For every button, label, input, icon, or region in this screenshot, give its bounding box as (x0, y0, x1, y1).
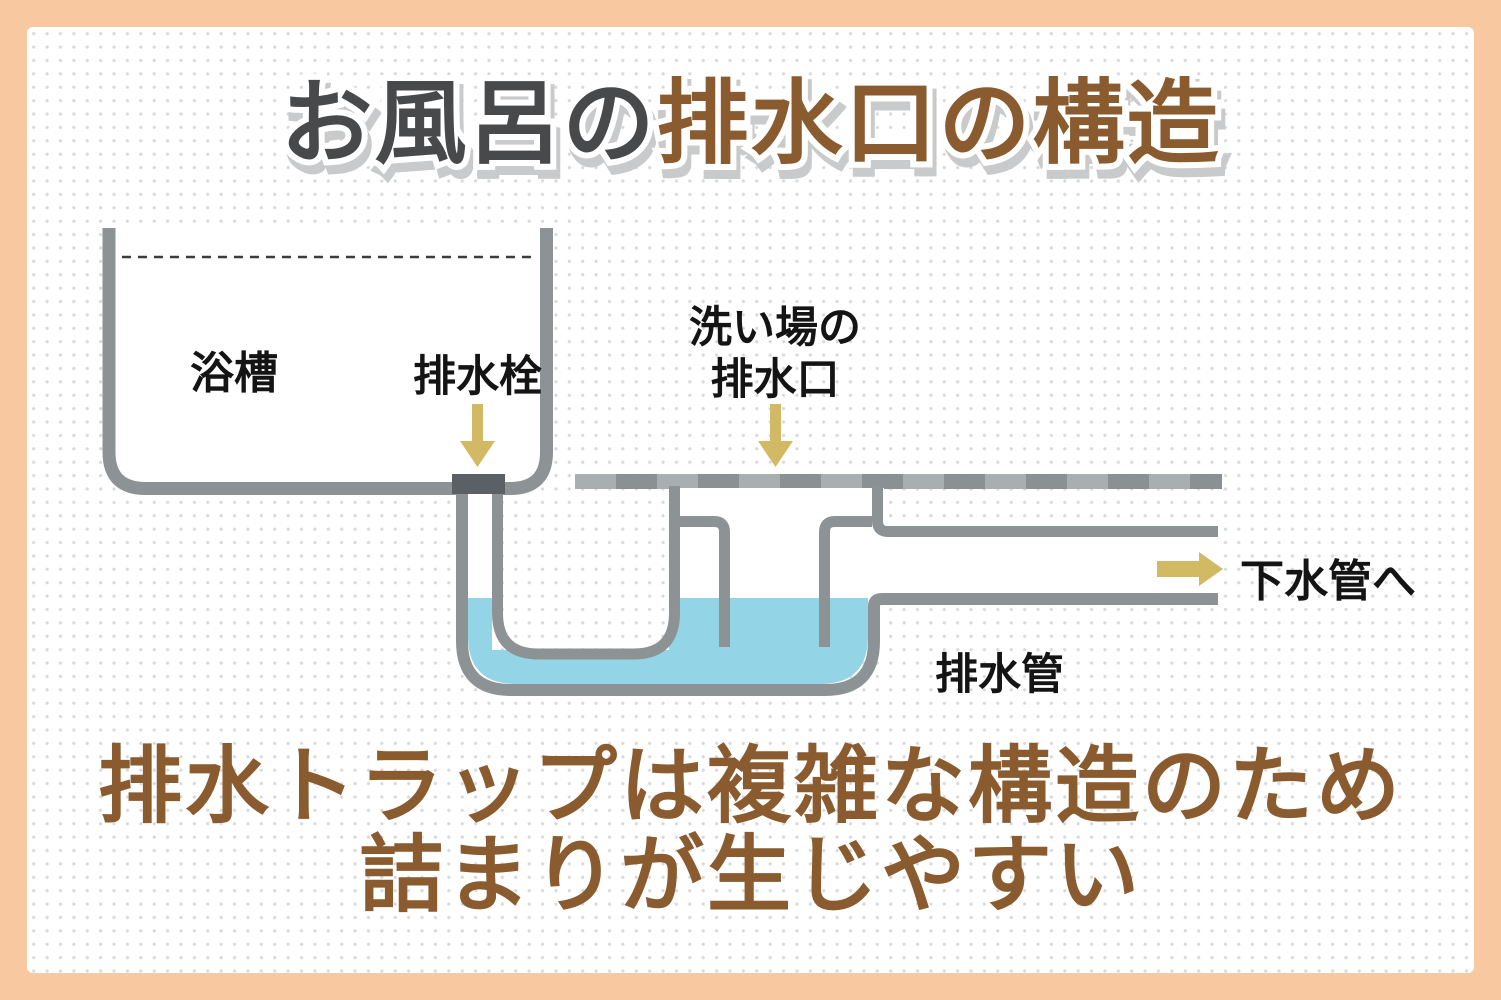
trap-basin-interior (680, 488, 884, 598)
floor-tile (862, 474, 903, 489)
floor-drain-label: 洗い場の 排水口 (600, 302, 950, 407)
floor-tile (616, 474, 657, 489)
outer-pipe-wall (456, 492, 1218, 696)
drain-plug-label: 排水栓 (413, 353, 542, 401)
floor-tile (1108, 474, 1149, 489)
floor-tile (780, 474, 821, 489)
floor-tile (1026, 474, 1067, 489)
conclusion-text: 排水トラップは複雑な構造のため 詰まりが生じやすい (0, 739, 1501, 923)
trap-bell-right-wall (819, 516, 872, 647)
conclusion-line2: 詰まりが生じやすい (358, 828, 1142, 923)
bathtub-label: 浴槽 (190, 349, 278, 398)
drain-pipe-label: 排水管 (935, 651, 1064, 699)
floor-tile (985, 474, 1026, 489)
conclusion-line1: 排水トラップは複雑な構造のため (97, 739, 1403, 833)
floor-tile (698, 474, 739, 489)
page-title: お風呂の排水口の構造 お風呂の排水口の構造 お風呂の排水口の構造 (0, 70, 1501, 188)
drain-plug-shape (452, 474, 505, 494)
bathtub-shape (102, 228, 553, 495)
washing-area-floor (575, 474, 1222, 489)
page-title-text: お風呂の排水口の構造 (0, 76, 1501, 173)
trap-bell-left-wall (680, 516, 730, 647)
plug-down-arrow-icon (460, 404, 495, 467)
floor-tile (739, 474, 780, 489)
floor-tile (821, 474, 862, 489)
title-part-drain-structure: 排水口の構造 (656, 73, 1221, 175)
trap-water (468, 598, 868, 684)
inner-pipe-wall (492, 486, 680, 660)
floor-drain-label-line1: 洗い場の (689, 304, 861, 352)
downpipe-interior (468, 489, 492, 604)
page-title-shadow: お風呂の排水口の構造 (278, 79, 1228, 188)
sewer-right-arrow-icon (1157, 552, 1223, 586)
floor-drain-down-arrow-icon (758, 404, 793, 467)
to-sewer-label: 下水管へ (1240, 557, 1416, 606)
floor-tile (1067, 474, 1108, 489)
page-title-outline: お風呂の排水口の構造 (274, 70, 1224, 179)
floor-tile (903, 474, 944, 489)
floor-drain-label-line2: 排水口 (710, 356, 840, 405)
title-part-bath: お風呂の (280, 73, 657, 175)
floor-tile (657, 474, 698, 489)
floor-tile (944, 474, 985, 489)
floor-tile (1149, 474, 1190, 489)
outlet-pipe-top-wall (872, 486, 1218, 537)
floor-tile (1190, 474, 1222, 489)
floor-tile (575, 474, 616, 489)
